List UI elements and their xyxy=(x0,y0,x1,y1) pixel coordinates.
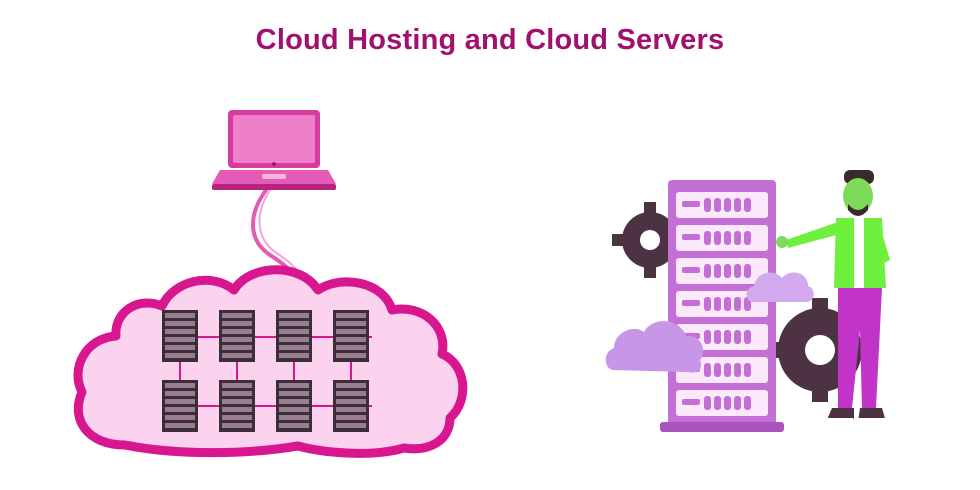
server-rack-icon xyxy=(162,310,198,362)
person-icon xyxy=(776,170,890,424)
cloud-server-illustration xyxy=(605,170,890,432)
server-rack-icon xyxy=(162,380,198,432)
server-rack-icon xyxy=(276,380,312,432)
server-rack-icon xyxy=(219,310,255,362)
page-title: Cloud Hosting and Cloud Servers xyxy=(255,24,725,56)
cloud-icon xyxy=(73,265,468,458)
server-rack-icon xyxy=(276,310,312,362)
laptop-icon xyxy=(212,110,336,190)
cloud-icon xyxy=(605,321,704,373)
server-rack-icon xyxy=(660,180,784,432)
server-rack-icon xyxy=(219,380,255,432)
cloud-hosting-illustration xyxy=(73,110,468,458)
server-rack-icon xyxy=(333,380,369,432)
server-rack-icon xyxy=(333,310,369,362)
server-grid xyxy=(162,310,369,432)
cloud-icon xyxy=(746,272,814,302)
